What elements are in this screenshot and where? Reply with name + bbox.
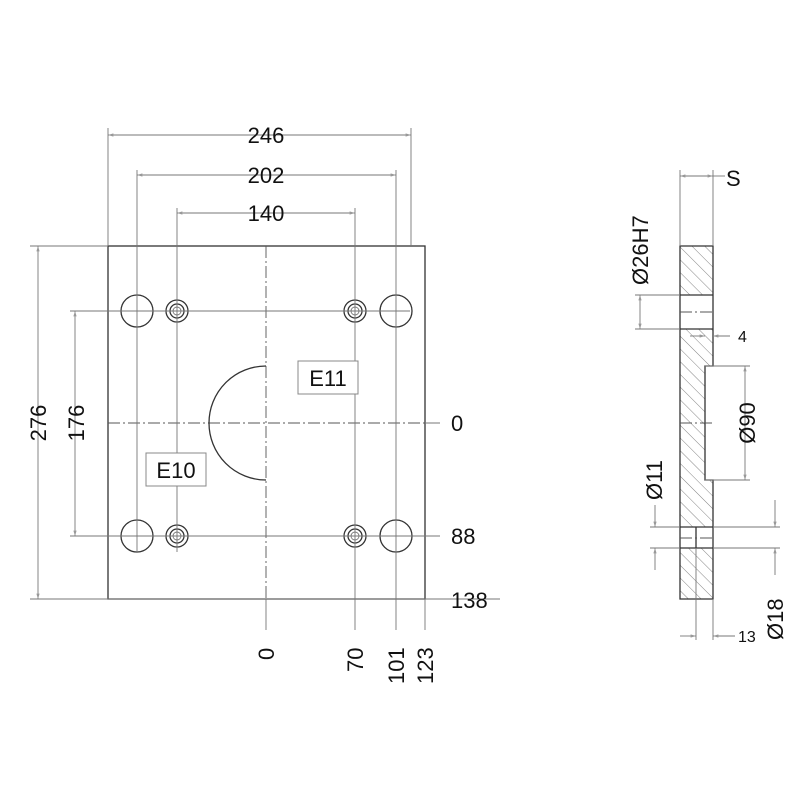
plate-outline <box>107 245 426 600</box>
dim-counterbore-depth: 13 <box>738 629 756 646</box>
label-e11: E11 <box>309 366 347 391</box>
dim-hole-diameter: Ø11 <box>642 460 667 500</box>
ordinate-x-101: 101 <box>384 647 409 684</box>
ordinate-y-88: 88 <box>451 524 475 549</box>
ordinate-y-138: 138 <box>451 588 488 613</box>
mounting-holes <box>70 170 440 630</box>
dim-recess-diameter: Ø90 <box>735 402 760 444</box>
dim-recess-depth: 4 <box>738 329 747 346</box>
ordinate-x-123: 123 <box>413 647 438 684</box>
dim-overall-width: 246 <box>248 123 285 148</box>
front-view: 246 202 140 276 176 0 88 138 0 70 101 12… <box>26 123 500 684</box>
dimension-lines <box>30 128 500 630</box>
dim-hole-vertical-spacing: 176 <box>64 405 89 442</box>
bore-edges <box>680 294 713 549</box>
dim-counterbore-diameter: Ø18 <box>763 598 788 640</box>
ordinate-x-70: 70 <box>343 648 368 672</box>
label-e11-box <box>297 360 359 395</box>
semicircle-cutout <box>208 365 267 481</box>
label-e10-box <box>145 452 207 487</box>
dim-overall-height: 276 <box>26 405 51 442</box>
dim-bore-diameter: Ø26H7 <box>628 215 653 285</box>
ordinate-x-0: 0 <box>254 648 279 660</box>
ordinate-y-0: 0 <box>451 411 463 436</box>
side-section-view: S Ø26H7 4 Ø90 Ø11 Ø18 13 <box>628 166 788 646</box>
label-e10: E10 <box>156 458 195 483</box>
dim-inner-hole-spacing: 140 <box>248 201 285 226</box>
dim-thickness-s: S <box>726 166 741 191</box>
dim-outer-hole-spacing: 202 <box>248 163 285 188</box>
